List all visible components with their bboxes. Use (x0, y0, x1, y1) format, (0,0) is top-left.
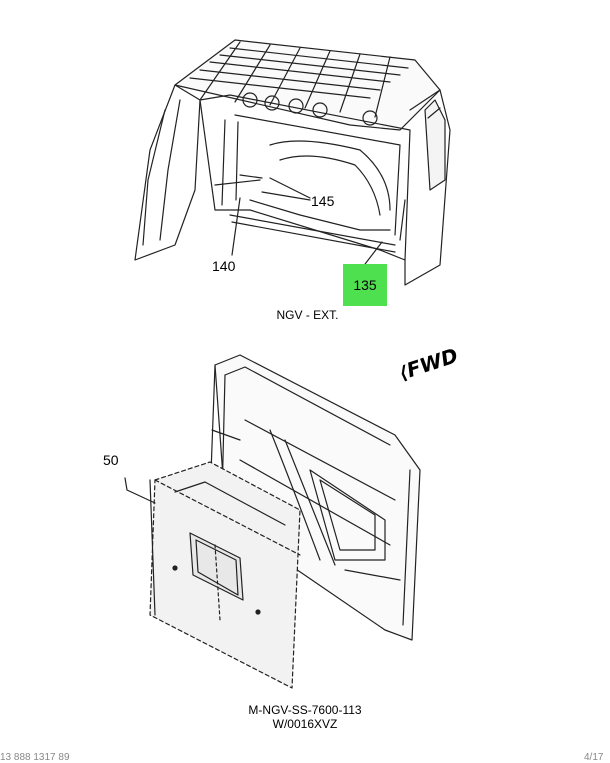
callout-135: 135 (353, 277, 377, 293)
callout-140: 140 (212, 258, 236, 274)
view-label: NGV - EXT. (276, 308, 339, 322)
callout-145: 145 (311, 193, 335, 209)
callout-135-highlight: 135 (343, 264, 387, 306)
footer-right: 4/17 (584, 752, 604, 763)
footer-left: 13 888 1317 89 (0, 752, 70, 763)
callout-50: 50 (103, 452, 119, 468)
cab-exterior-drawing (134, 39, 451, 286)
back-panel-drawing (124, 354, 421, 689)
drawing-sub-id: W/0016XVZ (272, 717, 338, 731)
drawing-id: M-NGV-SS-7600-113 (248, 703, 362, 717)
